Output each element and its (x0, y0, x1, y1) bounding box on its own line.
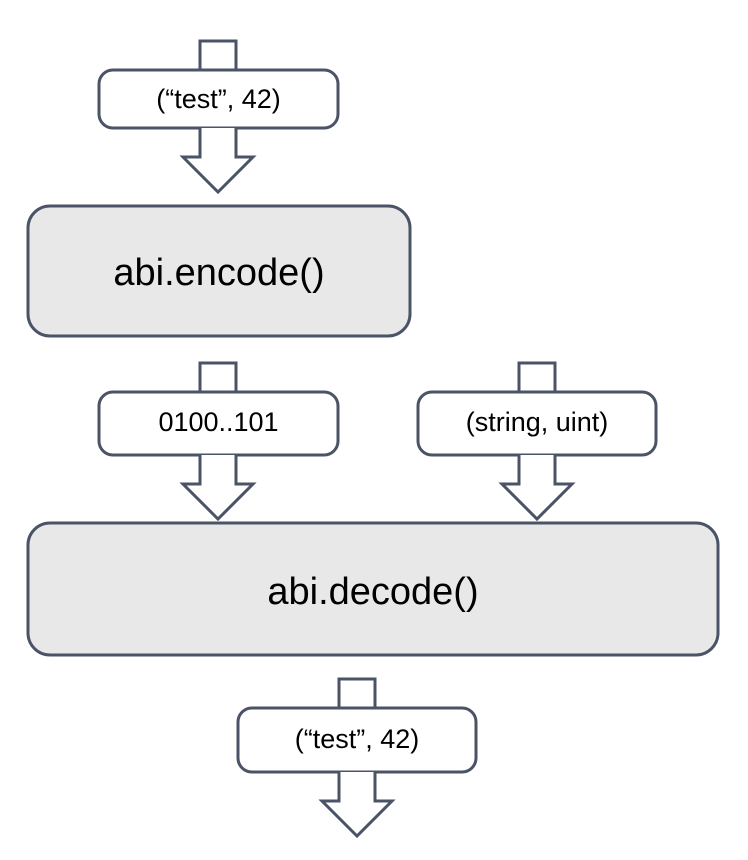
arrow-encoded-to-decode-icon (179, 455, 257, 522)
stub-into-output-icon (337, 677, 377, 708)
stub-into-types-icon (517, 361, 557, 392)
node-encoded-bytes-label: 0100..101 (158, 407, 278, 437)
arrow-types-to-decode-icon (498, 455, 576, 522)
stub-into-encoded-icon (198, 361, 238, 392)
node-abi-encode[interactable] (26, 204, 412, 338)
arrow-output-down-icon (318, 772, 396, 839)
arrow-input-to-encode-icon (179, 128, 257, 195)
node-input-tuple-label: (“test”, 42) (156, 84, 281, 114)
node-type-signature-label: (string, uint) (466, 407, 609, 437)
node-output-tuple-label: (“test”, 42) (295, 724, 420, 754)
node-abi-decode-label: abi.decode() (267, 571, 478, 613)
node-abi-decode[interactable] (26, 521, 720, 657)
stub-into-input-icon (198, 39, 238, 70)
node-abi-encode-label: abi.encode() (113, 252, 324, 294)
